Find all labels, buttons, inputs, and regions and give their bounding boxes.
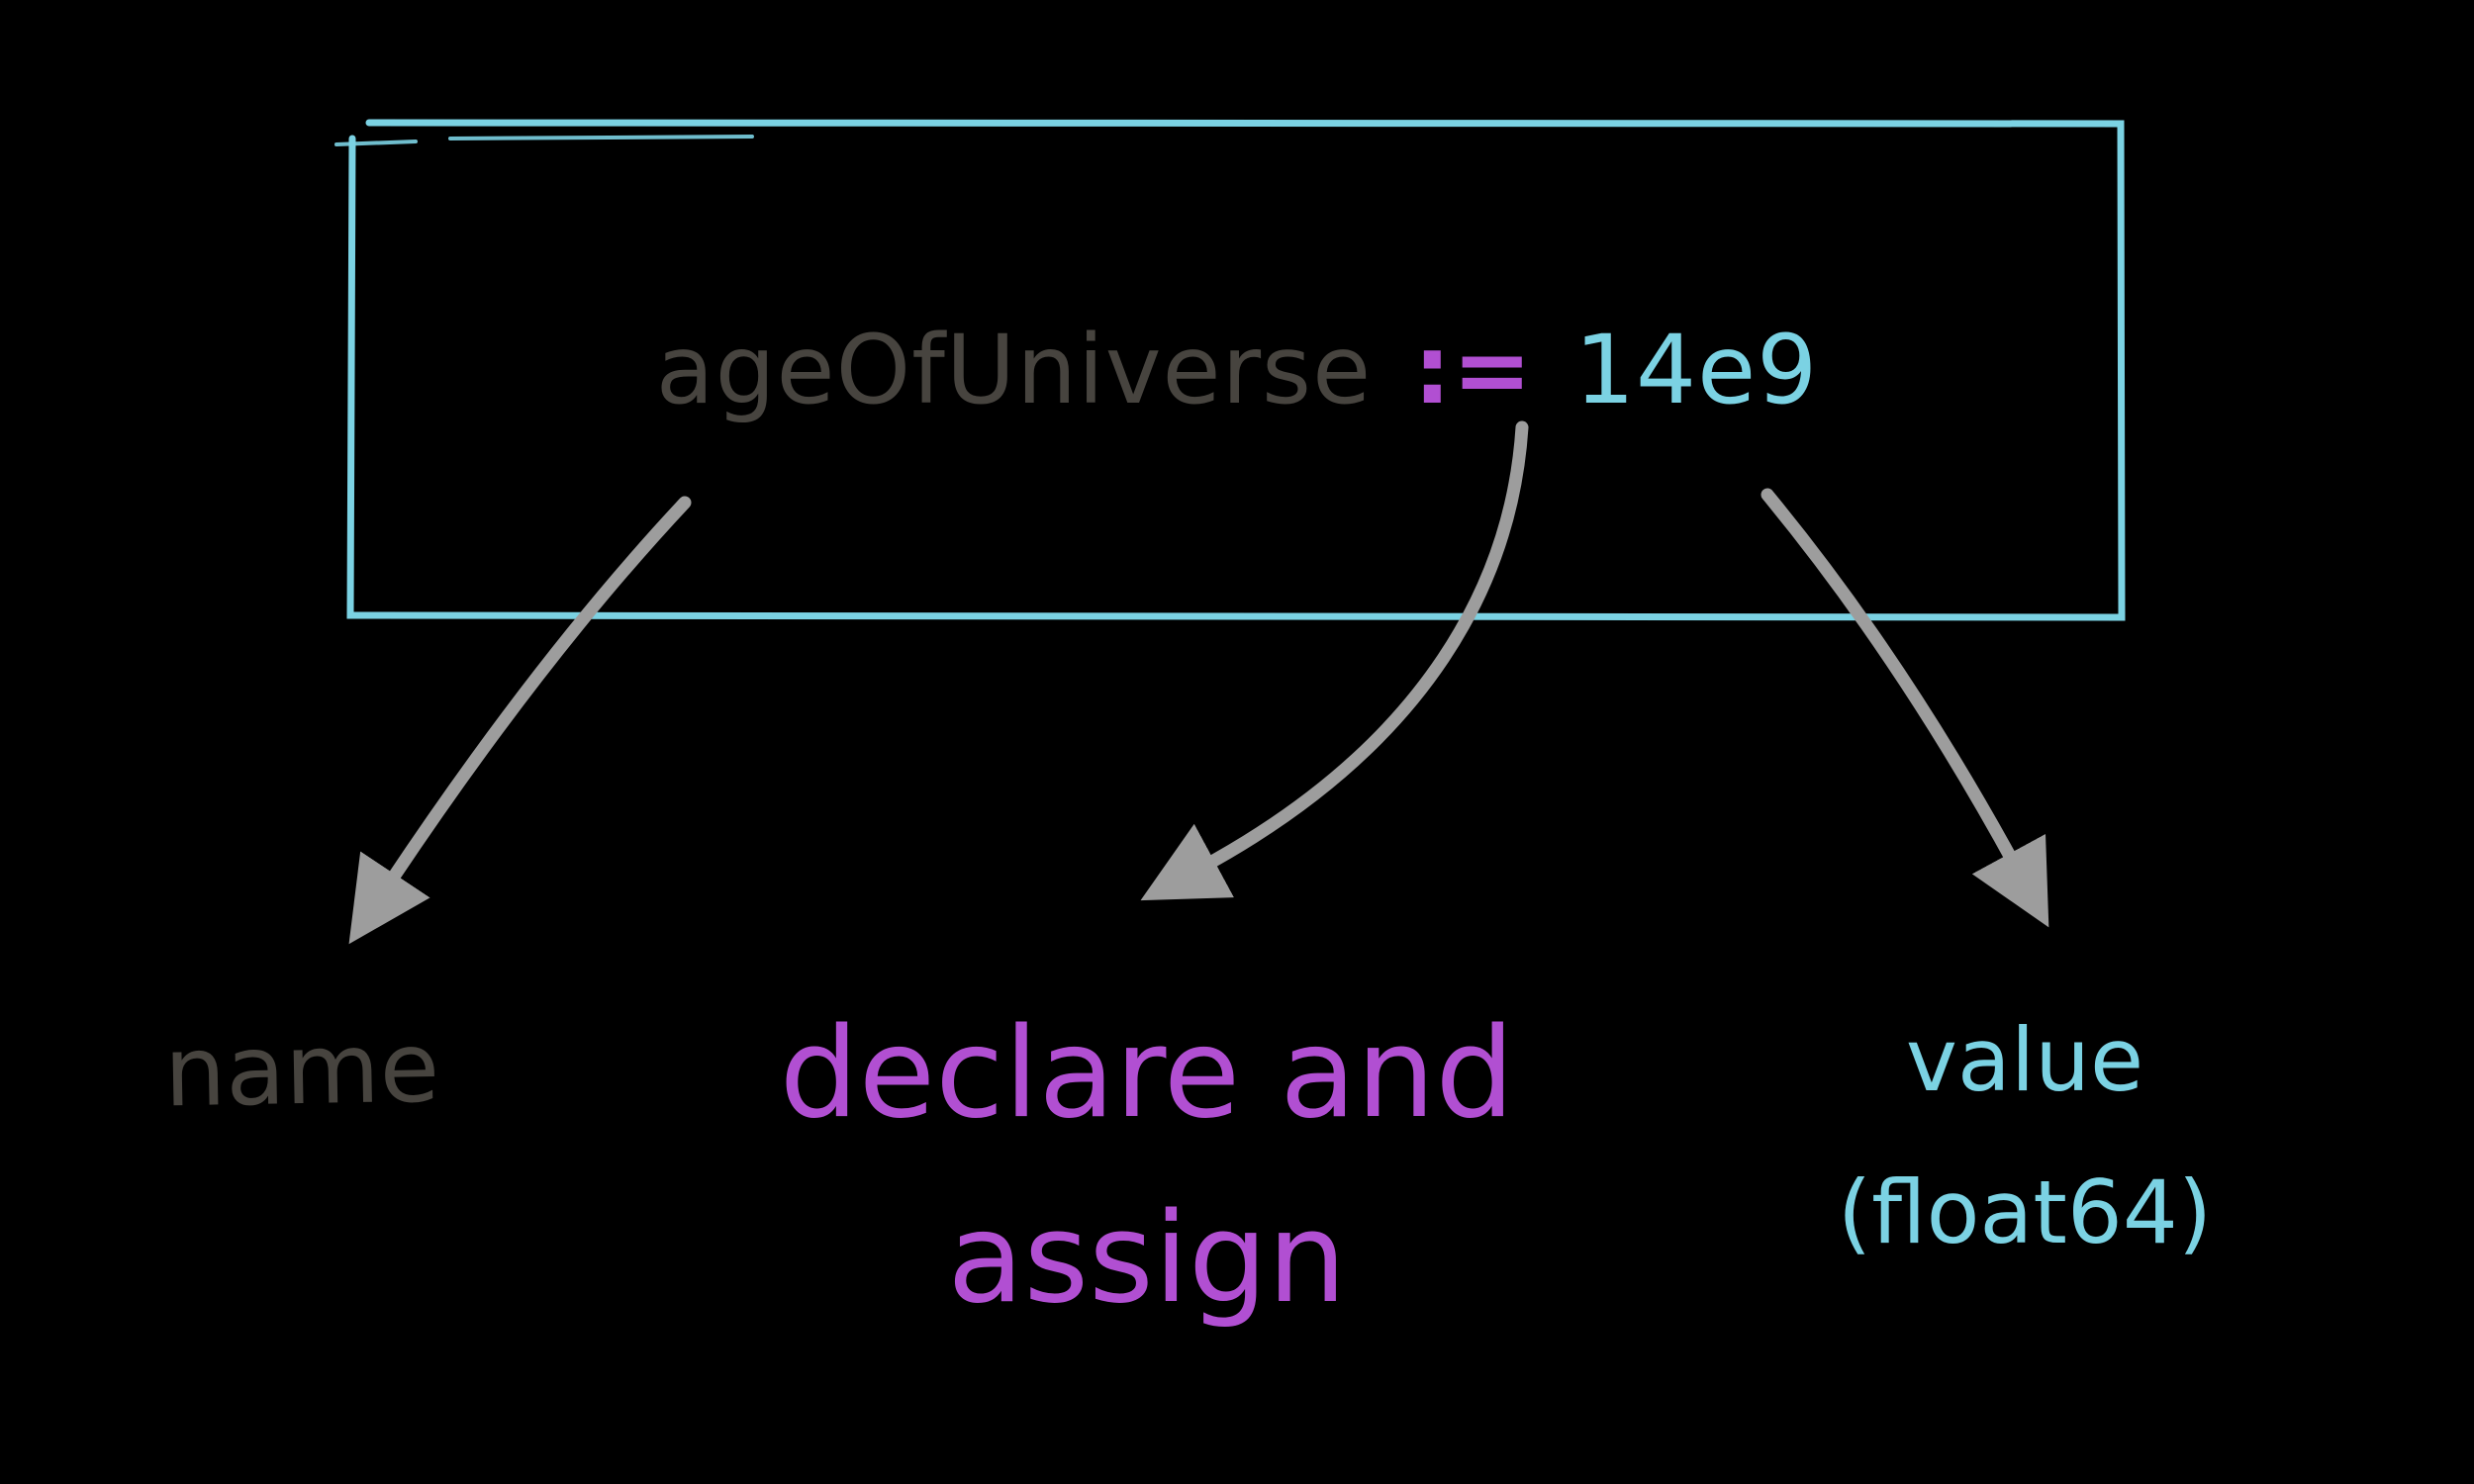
- code-statement: ageOfUniverse := 14e9: [352, 124, 2122, 615]
- arrow-to-value: [1760, 488, 2049, 928]
- label-declare-assign: declare and assign: [780, 980, 1515, 1350]
- code-box-sketch-stroke: [334, 135, 754, 146]
- declare-assign-operator: :=: [1413, 314, 1533, 425]
- value-literal-text: 14e9: [1573, 314, 1819, 425]
- label-name: name: [163, 1011, 440, 1130]
- label-declare-line1: declare and: [779, 1000, 1515, 1146]
- label-value-type: value (float64): [1838, 984, 2212, 1289]
- code-box-outline: [346, 119, 2126, 621]
- label-declare-line2: assign: [947, 1185, 1347, 1331]
- arrow-to-name: [348, 496, 692, 945]
- label-value-line1: value: [1905, 1009, 2144, 1111]
- label-value-line2: (float64): [1837, 1161, 2213, 1263]
- variable-name-text: ageOfUniverse: [655, 314, 1373, 425]
- arrow-to-declare: [1140, 420, 1529, 901]
